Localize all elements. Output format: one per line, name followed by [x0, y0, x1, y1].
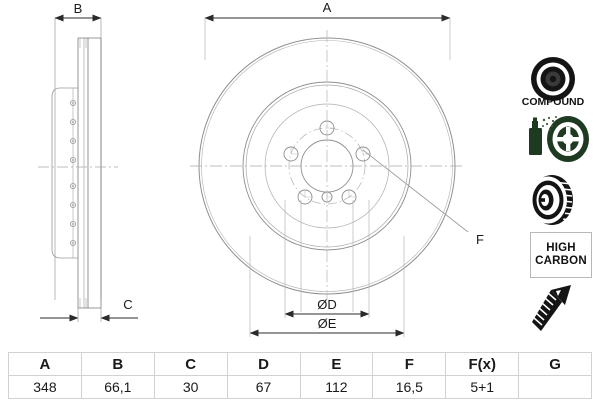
dimension-oe-label: ØE	[318, 316, 337, 331]
table-value-f: 16,5	[372, 375, 447, 399]
badge-vented-disc	[529, 175, 573, 227]
projection-lines	[249, 200, 405, 337]
bolt-hole-inner-marks	[290, 121, 370, 198]
badge-high-carbon-line1: HIGH	[546, 242, 576, 255]
dimension-c: C	[40, 297, 138, 322]
dimension-b: B	[54, 1, 102, 22]
table-header-f: F	[372, 352, 447, 376]
table-value-e: 112	[299, 375, 374, 399]
table-value-a: 348	[8, 375, 82, 399]
spec-table: A B C D E F F(x) G 348 66,1 30 67 112 16…	[8, 352, 592, 399]
hub-vent-holes	[70, 100, 77, 246]
leader-f: F	[362, 149, 484, 247]
dimension-oe: ØE	[249, 316, 405, 337]
badge-screw	[532, 285, 571, 331]
badge-coating	[529, 116, 589, 162]
table-value-d: 67	[226, 375, 301, 399]
table-value-fx: 5+1	[445, 375, 520, 399]
badge-high-carbon: HIGH CARBON	[530, 232, 592, 278]
dimension-od-label: ØD	[317, 297, 337, 312]
table-header-fx: F(x)	[445, 352, 520, 376]
dimension-b-label: B	[74, 1, 83, 16]
dimension-od: ØD	[284, 297, 370, 318]
side-section-view	[51, 18, 102, 309]
dimension-f-label: F	[476, 232, 484, 247]
dimension-a: A	[204, 0, 451, 60]
table-header-c: C	[153, 352, 228, 376]
table-header-row: A B C D E F F(x) G	[8, 352, 592, 376]
table-header-a: A	[8, 352, 82, 376]
table-header-d: D	[226, 352, 301, 376]
table-value-b: 66,1	[80, 375, 155, 399]
table-header-g: G	[518, 352, 592, 376]
hub-vent-holes-fill	[71, 101, 75, 245]
badge-compound: COMPOUND	[522, 57, 585, 108]
table-header-e: E	[299, 352, 374, 376]
badge-high-carbon-line2: CARBON	[535, 255, 587, 267]
dimension-a-label: A	[323, 0, 332, 15]
badge-compound-label: COMPOUND	[522, 96, 585, 108]
table-value-row: 348 66,1 30 67 112 16,5 5+1	[8, 375, 592, 399]
table-value-c: 30	[153, 375, 228, 399]
table-header-b: B	[80, 352, 155, 376]
table-value-g	[518, 375, 592, 399]
dimension-c-label: C	[123, 297, 132, 312]
